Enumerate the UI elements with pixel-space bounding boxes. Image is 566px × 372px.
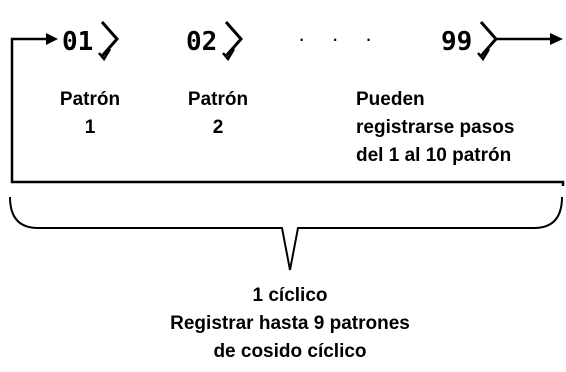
cyclic-caption: 1 cíclico Registrar hasta 9 patrones de … <box>100 282 480 366</box>
arrow-head-first <box>46 33 58 45</box>
pattern-2-label-number: 2 <box>212 117 224 138</box>
pattern-2-label: Patrón 2 <box>172 86 264 142</box>
registration-note: Pueden registrarse pasos del 1 al 10 pat… <box>356 86 560 170</box>
curly-brace <box>9 196 563 271</box>
cyclic-caption-line-1: 1 cíclico <box>252 285 328 306</box>
pattern-number-01: 01 <box>62 27 93 57</box>
pattern-marker-99: 99 <box>441 21 499 62</box>
registration-note-line-2: registrarse pasos <box>356 117 515 138</box>
pattern-2-label-word: Patrón <box>187 89 249 110</box>
cyclic-caption-line-2: Registrar hasta 9 patrones <box>170 313 410 334</box>
registration-note-line-3: del 1 al 10 patrón <box>356 145 512 166</box>
pattern-number-99: 99 <box>441 27 472 57</box>
pattern-marker-02: 02 <box>186 21 244 62</box>
pattern-1-label-word: Patrón <box>59 89 121 110</box>
pattern-marker-01: 01 <box>62 21 120 62</box>
ellipsis-dots: · · · <box>298 26 382 51</box>
pattern-1-label: Patrón 1 <box>44 86 136 142</box>
cyclic-caption-line-3: de cosido cíclico <box>213 341 367 362</box>
registration-note-line-1: Pueden <box>356 89 425 110</box>
arrow-head-outgoing <box>550 33 563 45</box>
loop-line <box>10 37 565 186</box>
pattern-number-02: 02 <box>186 27 217 57</box>
pattern-1-label-number: 1 <box>84 117 96 138</box>
